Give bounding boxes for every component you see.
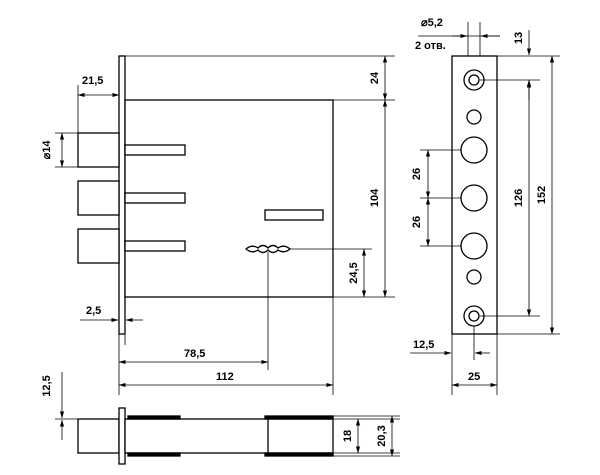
- dim-total-thickness: 20,3: [376, 425, 388, 446]
- dim-bolt-spacing-upper: 26: [411, 168, 423, 180]
- bottom-body: [124, 418, 334, 454]
- bottom-plate-bottom-right: [264, 452, 334, 457]
- dim-inner-thickness: 18: [342, 430, 354, 442]
- faceplate-dimension-lines: [410, 22, 560, 395]
- bolt-top: [77, 132, 120, 168]
- body-slot: [264, 209, 324, 221]
- dim-bolt-projection: 21,5: [82, 75, 103, 87]
- bottom-dimension-lines: [55, 372, 400, 457]
- bolt-middle: [77, 180, 120, 216]
- dim-faceplate-thickness: 2,5: [86, 305, 101, 317]
- front-dimension-lines: [55, 55, 395, 395]
- dimension-labels: 21,5 ⌀14 24 104 24,5 2,5 78,5 112 ⌀5,2 2…: [41, 17, 548, 447]
- dim-hole-center-distance: 126: [513, 189, 525, 207]
- dim-hole-side-offset: 12,5: [413, 339, 434, 351]
- dim-bottom-bolt-offset: 12,5: [41, 375, 53, 396]
- front-view: [77, 55, 334, 335]
- bolt-rod-bottom: [124, 240, 186, 252]
- dim-plate-height: 152: [536, 186, 548, 204]
- dim-mount-hole-count: 2 отв.: [415, 40, 446, 52]
- mount-hole-bottom-inner: [468, 310, 480, 322]
- bolt-rod-top: [124, 144, 186, 156]
- dim-mount-hole-diameter: ⌀5,2: [421, 17, 443, 29]
- small-hole-bottom: [466, 269, 482, 285]
- dim-top-offset: 24: [369, 71, 381, 84]
- faceplate-view: [451, 55, 498, 335]
- bottom-view: [77, 407, 334, 465]
- bottom-plate-bottom-left: [127, 452, 181, 457]
- dim-body-width: 112: [216, 371, 234, 383]
- bolt-hole-2: [460, 184, 488, 212]
- small-hole-top: [466, 109, 482, 125]
- dim-bolt-spacing-lower: 26: [411, 216, 423, 228]
- bolt-rod-middle: [124, 192, 186, 204]
- dim-bolt-diameter: ⌀14: [41, 140, 53, 160]
- bottom-faceplate: [118, 407, 126, 465]
- front-faceplate: [118, 55, 126, 335]
- dim-hole-edge-offset: 13: [513, 32, 525, 44]
- dim-keyhole-height: 24,5: [348, 262, 360, 283]
- mount-hole-top-inner: [468, 74, 480, 86]
- dim-body-height: 104: [369, 188, 381, 207]
- bolt-hole-1: [460, 136, 488, 164]
- bottom-bolt: [77, 418, 120, 454]
- dim-plate-width: 25: [468, 371, 480, 383]
- bolt-hole-3: [460, 232, 488, 260]
- bottom-plate-top-left: [127, 415, 181, 420]
- dim-keyhole-distance: 78,5: [184, 348, 205, 360]
- bolt-bottom: [77, 228, 120, 264]
- bottom-plate-top-right: [264, 415, 334, 420]
